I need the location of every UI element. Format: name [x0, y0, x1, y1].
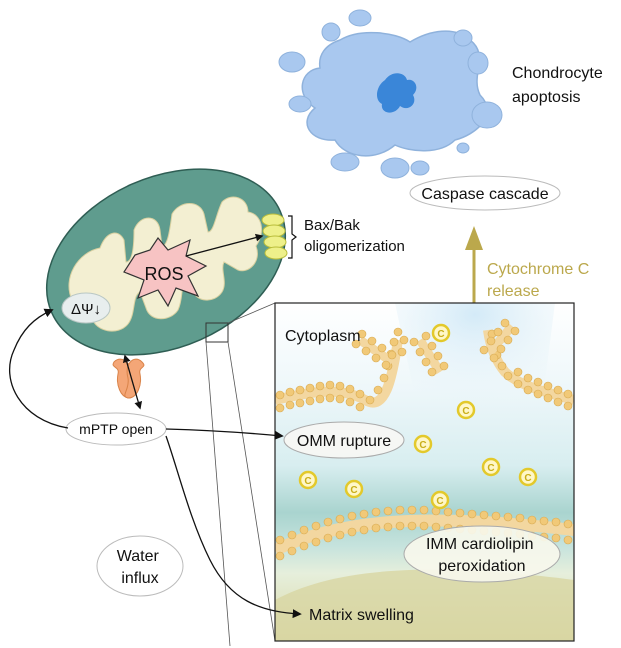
cytochrome-c: C	[430, 490, 450, 510]
mptp-channel-link-arrow	[122, 354, 143, 410]
cytoplasm-panel-border	[274, 302, 575, 642]
delta-psi-label: ΔΨ↓	[71, 301, 101, 318]
matrix-swelling-label: Matrix swelling	[309, 607, 414, 624]
cell-bleb	[348, 9, 372, 27]
caspase-cascade-bubble	[409, 175, 561, 211]
cytochrome-c-release-label: Cytochrome C release	[487, 261, 594, 300]
cytochrome-c: C	[481, 457, 501, 477]
cell-bleb	[467, 51, 489, 75]
imm-cardiolipin-bubble	[403, 525, 561, 583]
cell-bleb	[380, 157, 410, 179]
lipid-fragment	[479, 318, 520, 363]
svg-text:C: C	[487, 463, 494, 474]
cell-bleb	[471, 101, 503, 129]
mptp-open-label: mPTP open	[79, 421, 153, 437]
svg-text:C: C	[304, 476, 311, 487]
cytochrome-c: C	[344, 479, 364, 499]
cytochrome-c: C	[413, 434, 433, 454]
chondrocyte-apoptosis-label: Chondrocyte apoptosis	[512, 65, 607, 106]
cell-bleb	[456, 142, 470, 154]
cytochrome-c-molecules: C C C C C C C C	[298, 323, 538, 510]
water-influx-label: Water influx	[117, 548, 164, 587]
svg-text:C: C	[437, 329, 444, 340]
svg-text:C: C	[350, 485, 357, 496]
mptp-to-omm-rupture-arrow	[165, 428, 284, 440]
ros-to-bax-arrow	[185, 233, 264, 257]
bax-bak-label: Bax/Bak oligomerization	[304, 217, 405, 255]
cell-bleb	[410, 160, 430, 176]
ros-label: ROS	[144, 264, 183, 284]
cell-bleb	[278, 51, 306, 73]
svg-text:C: C	[419, 440, 426, 451]
cytoplasm-panel	[275, 303, 574, 641]
caspase-cascade-label: Caspase cascade	[421, 186, 548, 203]
lipid-fragment	[409, 331, 449, 377]
mptp-to-matrix-swelling-arrow	[165, 435, 302, 619]
mitochondrion: ΔΨ↓ ROS	[45, 168, 288, 399]
cytochrome-c: C	[431, 323, 451, 343]
cell-bleb	[321, 22, 341, 42]
svg-text:C: C	[462, 406, 469, 417]
cytochrome-c: C	[456, 400, 476, 420]
omm-rupture-label: OMM rupture	[297, 433, 391, 450]
outer-membrane-left	[275, 327, 409, 413]
zoom-guide-line	[227, 302, 276, 324]
lipid-fragment	[351, 329, 397, 370]
cell-bleb	[288, 95, 312, 113]
cell-nucleus	[376, 73, 417, 113]
cell-bleb	[453, 29, 473, 47]
cell-bleb	[330, 152, 360, 172]
ros-burst	[123, 236, 208, 308]
chondrocyte-cell	[278, 9, 503, 179]
bax-bak-bracket	[288, 215, 297, 259]
bax-bak-oligomer	[261, 213, 288, 260]
zoom-guide-line	[205, 341, 231, 647]
mptp-channel	[112, 358, 145, 399]
zoom-guide-line	[227, 341, 276, 642]
cytoplasm-label: Cytoplasm	[285, 328, 361, 345]
matrix-region	[275, 569, 574, 641]
svg-text:C: C	[436, 496, 443, 507]
cytochrome-c: C	[518, 467, 538, 487]
inner-membrane	[275, 505, 574, 561]
imm-cardiolipin-label: IMM cardiolipin peroxidation	[426, 536, 538, 575]
water-influx-bubble	[96, 535, 184, 597]
cytochrome-c: C	[298, 470, 318, 490]
delta-psi-bubble	[61, 292, 111, 324]
omm-rupture-bubble	[283, 421, 405, 459]
svg-text:C: C	[524, 473, 531, 484]
mptp-to-delta-psi-arrow	[9, 308, 69, 429]
zoom-region-marker	[205, 322, 229, 343]
